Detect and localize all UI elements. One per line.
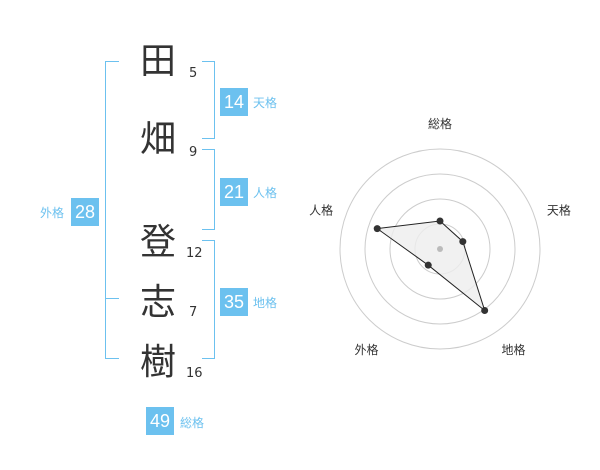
tenkaku-value: 14 <box>220 88 248 116</box>
name-char-3: 登 <box>140 222 177 263</box>
name-char-5: 樹 <box>140 342 177 383</box>
radar-axis-label-5: 人格 <box>309 202 333 217</box>
name-char-2: 畑 <box>140 119 177 160</box>
gaikaku-bracket <box>105 61 119 359</box>
jinkaku-value: 21 <box>220 178 248 206</box>
radar-center <box>437 246 443 252</box>
stroke-count-5: 16 <box>186 366 203 381</box>
stroke-count-4: 7 <box>189 305 198 320</box>
chikaku-label: 地格 <box>253 296 278 310</box>
stroke-count-2: 9 <box>189 145 198 160</box>
gaikaku-label: 外格 <box>40 206 65 220</box>
radar-ring-4 <box>339 148 541 350</box>
stroke-count-3: 12 <box>186 246 203 261</box>
gaikaku-value: 28 <box>71 198 99 226</box>
radar-point-4 <box>424 261 432 269</box>
radar-point-3 <box>481 306 489 314</box>
tenkaku-label: 天格 <box>253 96 278 110</box>
gaikaku-divider <box>105 298 119 299</box>
soukaku-value: 49 <box>146 407 174 435</box>
name-char-4: 志 <box>140 282 177 323</box>
radar-axis-label-3: 地格 <box>501 342 525 357</box>
stroke-count-1: 5 <box>189 66 198 81</box>
chikaku-value: 35 <box>220 288 248 316</box>
radar-point-2 <box>459 238 467 246</box>
radar-axis-label-4: 外格 <box>355 342 379 357</box>
jinkaku-bracket <box>202 149 215 230</box>
radar-ring-3 <box>364 173 516 325</box>
chikaku-bracket <box>202 240 215 359</box>
soukaku-label: 総格 <box>180 416 205 430</box>
jinkaku-label: 人格 <box>253 186 278 200</box>
radar-axis-label-2: 天格 <box>547 202 571 217</box>
radar-ring-2 <box>389 198 491 300</box>
name-char-1: 田 <box>140 41 177 82</box>
radar-point-5 <box>373 225 381 233</box>
radar-axis-label-1: 総格 <box>428 116 452 131</box>
radar-point-1 <box>436 217 444 225</box>
tenkaku-bracket <box>202 61 215 139</box>
